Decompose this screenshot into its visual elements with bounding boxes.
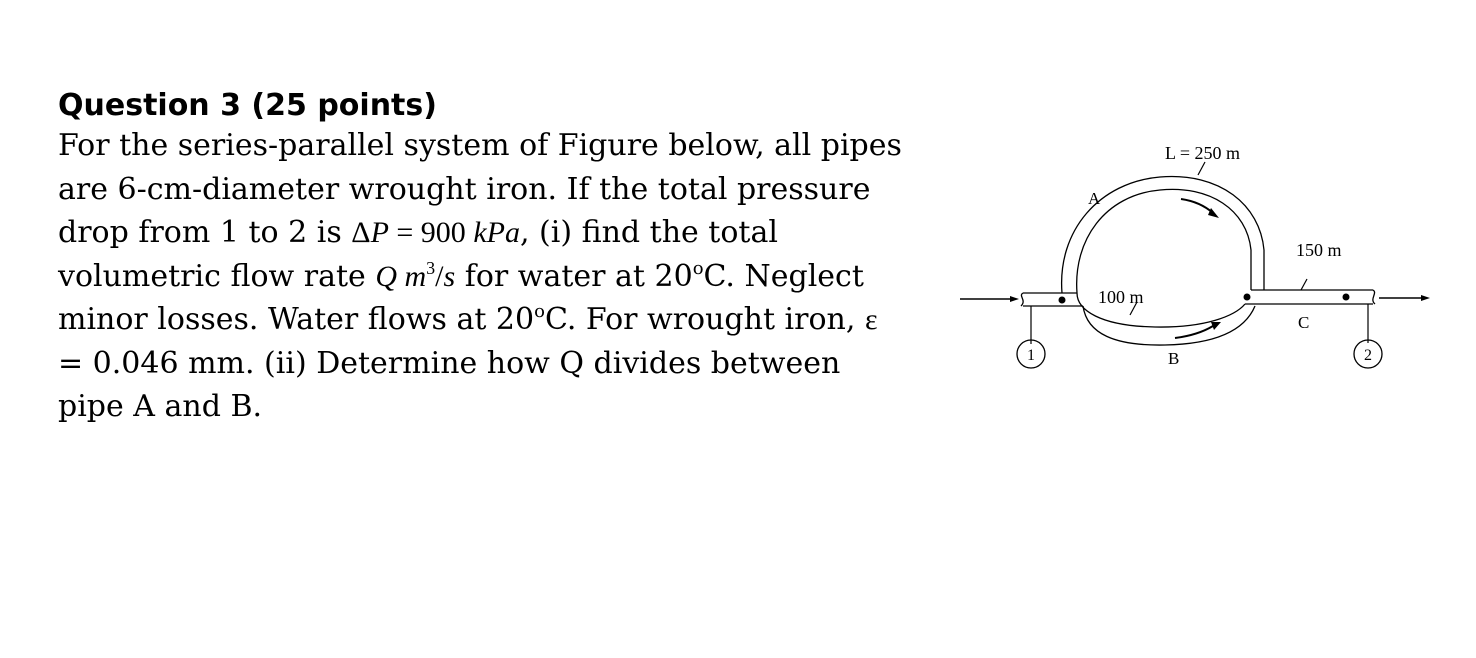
outflow-arrow-icon bbox=[1379, 295, 1430, 301]
node-1-circle bbox=[1016, 339, 1046, 369]
length-c-label: 150 m bbox=[1296, 240, 1342, 260]
math-epsilon: ε bbox=[864, 303, 878, 336]
length-b-label: 100 m bbox=[1098, 287, 1144, 307]
math-q: Q bbox=[375, 259, 397, 293]
pipe-diagram: 1 2 A B C L = 250 m 100 m 150 m bbox=[960, 143, 1430, 369]
line5-text-b: C. For wrought iron, bbox=[544, 302, 865, 337]
line3-text-a: drop from 1 to 2 is bbox=[58, 215, 352, 250]
math-delta: Δ bbox=[351, 216, 371, 249]
question-title: Question 3 (25 points) bbox=[58, 88, 437, 123]
label-b: B bbox=[1168, 349, 1179, 368]
math-eq-900: = 900 bbox=[388, 216, 474, 249]
math-s: s bbox=[443, 259, 456, 293]
node-2-circle bbox=[1353, 339, 1383, 369]
question-line-4: volumetric flow rate Q m3/s for water at… bbox=[58, 255, 938, 299]
flow-arrow-b-icon bbox=[1174, 322, 1221, 339]
line3-text-b: , (i) find the total bbox=[519, 215, 778, 250]
pipe-a bbox=[1061, 175, 1265, 294]
question-line-5: minor losses. Water flows at 20oC. For w… bbox=[58, 298, 938, 342]
line4-text-c: C. Neglect bbox=[703, 258, 864, 294]
junction-dot-2 bbox=[1243, 293, 1251, 301]
question-line-7: pipe A and B. bbox=[58, 389, 263, 424]
label-a: A bbox=[1088, 189, 1101, 208]
question-line-2: are 6-cm-diameter wrought iron. If the t… bbox=[58, 171, 871, 207]
pipe-c bbox=[1245, 289, 1376, 305]
math-kpa: kPa bbox=[473, 216, 520, 249]
node-1-label: 1 bbox=[1027, 347, 1035, 364]
degree-sup-1: o bbox=[692, 257, 704, 279]
math-p: P bbox=[370, 216, 389, 249]
label-c: C bbox=[1298, 313, 1309, 332]
math-sup-3: 3 bbox=[426, 257, 436, 278]
line5-text-a: minor losses. Water flows at 20 bbox=[58, 302, 535, 337]
length-a-label: L = 250 m bbox=[1165, 143, 1240, 163]
inflow-arrow-icon bbox=[960, 296, 1019, 302]
math-slash: / bbox=[435, 259, 444, 293]
pipe-system-figure: 1 2 A B C L = 250 m 100 m 150 m bbox=[955, 130, 1435, 380]
line4-text-b: for water at 20 bbox=[455, 258, 693, 294]
question-body: For the series-parallel system of Figure… bbox=[58, 124, 938, 429]
inlet-pipe bbox=[1020, 292, 1083, 307]
question-block: Question 3 (25 points) For the series-pa… bbox=[58, 88, 938, 429]
question-line-1: For the series-parallel system of Figure… bbox=[58, 128, 902, 163]
junction-dot-1 bbox=[1058, 296, 1066, 304]
question-line-3: drop from 1 to 2 is ΔP = 900 kPa, (i) fi… bbox=[58, 211, 938, 255]
pipe-b bbox=[1076, 292, 1256, 346]
math-m: m bbox=[397, 259, 427, 293]
junction-dot-3 bbox=[1342, 293, 1350, 301]
question-line-6: = 0.046 mm. (ii) Determine how Q divides… bbox=[58, 345, 841, 381]
leader-lines bbox=[1030, 161, 1369, 344]
flow-arrow-a-icon bbox=[1180, 198, 1219, 218]
degree-sup-2: o bbox=[534, 301, 545, 322]
line4-text-a: volumetric flow rate bbox=[58, 258, 376, 294]
node-2-label: 2 bbox=[1364, 347, 1372, 364]
